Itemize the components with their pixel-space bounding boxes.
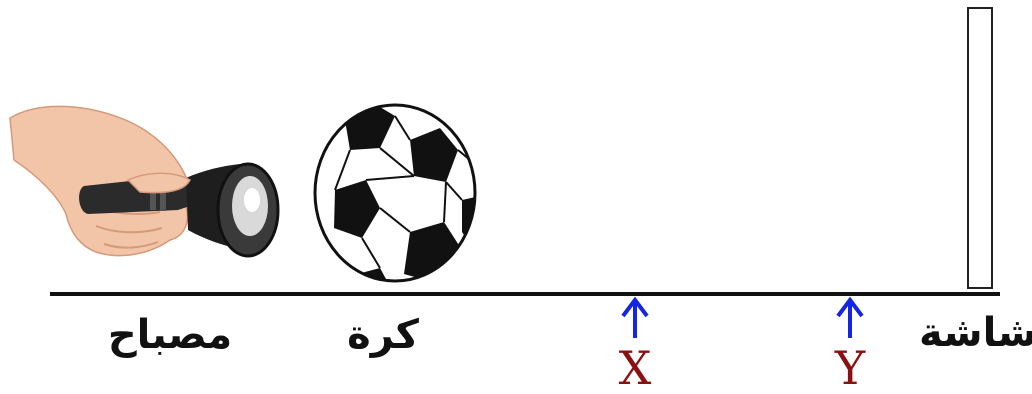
- ball-patch: [462, 196, 475, 250]
- marker-x: X: [619, 296, 652, 394]
- marker-x-letter: X: [619, 341, 652, 394]
- thumb-shape: [126, 172, 191, 194]
- ball-patch: [334, 180, 380, 238]
- flashlight-label: مصباح: [108, 312, 232, 358]
- ball-icon: [313, 103, 477, 283]
- ball-label: كرة: [347, 312, 419, 358]
- arrow-up-icon: [621, 296, 649, 338]
- ball-patch: [410, 128, 458, 182]
- marker-y: Y: [834, 296, 866, 394]
- marker-y-letter: Y: [834, 341, 866, 394]
- arrow-up-icon: [836, 296, 864, 338]
- screen-icon: [967, 7, 993, 289]
- screen-label: شاشة: [919, 310, 1032, 356]
- flashlight-icon: [9, 105, 280, 258]
- hand-shape: [9, 105, 189, 257]
- ball-patch: [345, 105, 395, 150]
